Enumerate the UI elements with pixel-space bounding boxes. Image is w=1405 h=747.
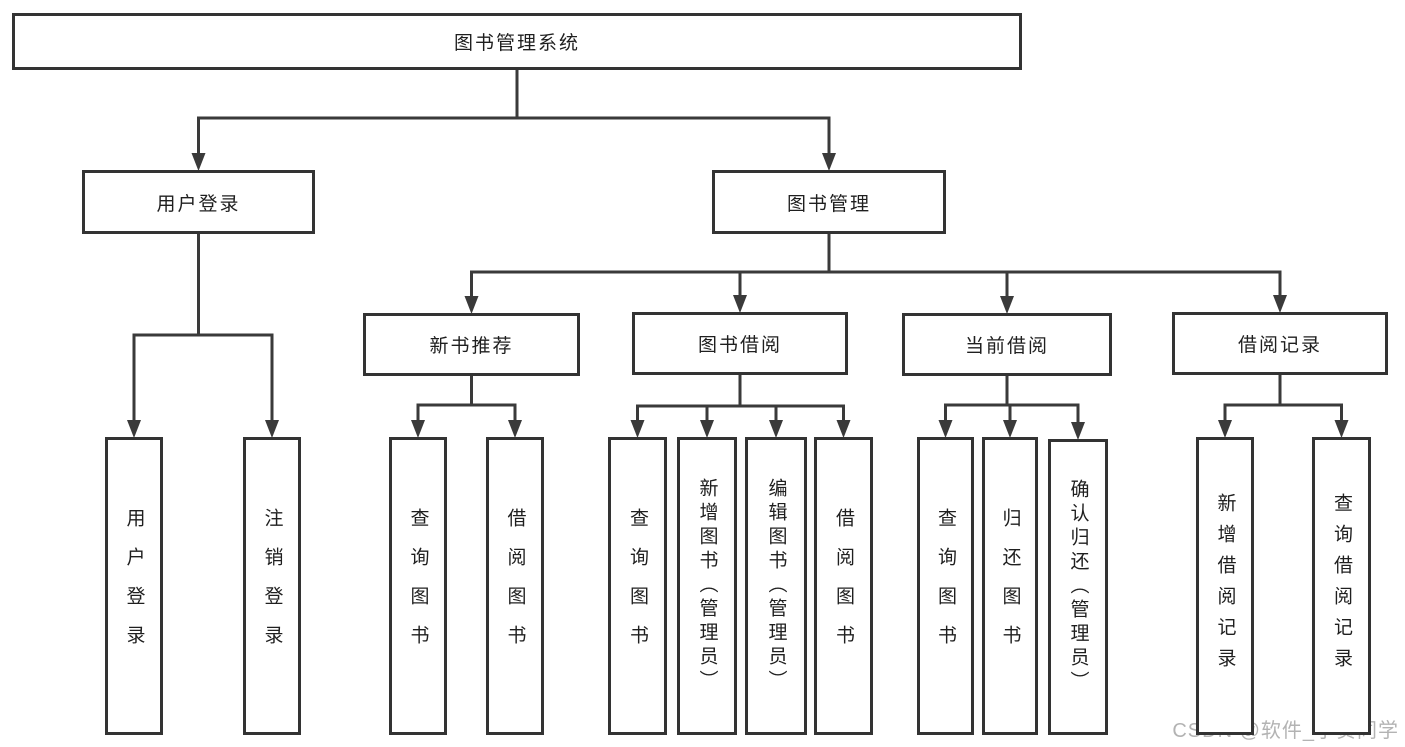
- node-bb-add: 新增图书（管理员）: [677, 437, 737, 735]
- node-bb-borrow: 借阅图书: [814, 437, 873, 735]
- connector-current-borrow: [938, 374, 1085, 440]
- node-login-do: 用户登录: [105, 437, 163, 735]
- node-bb-edit: 编辑图书（管理员）: [745, 437, 807, 735]
- node-label-logout: 注销登录: [261, 508, 283, 664]
- node-label-new-book-rec: 新书推荐: [429, 336, 514, 357]
- node-label-book-borrow: 图书借阅: [697, 335, 782, 356]
- node-borrow-record: 借阅记录: [1172, 312, 1388, 375]
- node-label-rec-borrow: 借阅图书: [504, 508, 526, 664]
- node-cb-return: 归还图书: [982, 437, 1038, 735]
- node-book-borrow: 图书借阅: [632, 312, 848, 375]
- node-label-cb-return: 归还图书: [999, 508, 1021, 664]
- node-cb-query: 查询图书: [917, 437, 974, 735]
- node-current-borrow: 当前借阅: [902, 313, 1112, 376]
- node-label-br-query: 查询借阅记录: [1331, 493, 1352, 679]
- connector-book-borrow: [630, 373, 851, 438]
- connector-book-mgmt: [464, 232, 1287, 314]
- node-user-login: 用户登录: [82, 170, 315, 234]
- connector-new-book-rec: [411, 374, 522, 438]
- node-new-book-rec: 新书推荐: [363, 313, 580, 376]
- node-cb-confirm: 确认归还（管理员）: [1048, 439, 1108, 735]
- node-label-bb-query: 查询图书: [627, 508, 648, 664]
- connector-user-login: [127, 232, 279, 438]
- node-bb-query: 查询图书: [608, 437, 667, 735]
- node-label-login-do: 用户登录: [123, 508, 145, 664]
- node-label-br-add: 新增借阅记录: [1214, 493, 1236, 679]
- node-label-current-borrow: 当前借阅: [964, 336, 1049, 357]
- node-logout: 注销登录: [243, 437, 301, 735]
- node-rec-query: 查询图书: [389, 437, 447, 735]
- node-label-bb-edit: 编辑图书（管理员）: [765, 478, 787, 694]
- node-rec-borrow: 借阅图书: [486, 437, 544, 735]
- connector-borrow-record: [1218, 373, 1349, 438]
- node-label-borrow-record: 借阅记录: [1237, 335, 1322, 356]
- node-label-user-login: 用户登录: [156, 193, 241, 215]
- node-label-cb-confirm: 确认归还（管理员）: [1067, 479, 1089, 695]
- node-label-bb-add: 新增图书（管理员）: [696, 478, 718, 694]
- node-br-add: 新增借阅记录: [1196, 437, 1254, 735]
- connector-root: [191, 68, 836, 171]
- node-label-rec-query: 查询图书: [407, 508, 429, 664]
- node-label-bb-borrow: 借阅图书: [833, 508, 854, 664]
- node-book-mgmt: 图书管理: [712, 170, 946, 234]
- node-label-book-mgmt: 图书管理: [786, 193, 871, 215]
- node-label-cb-query: 查询图书: [935, 508, 956, 664]
- node-br-query: 查询借阅记录: [1312, 437, 1371, 735]
- node-label-root: 图书管理系统: [453, 33, 580, 54]
- node-root: 图书管理系统: [12, 13, 1022, 70]
